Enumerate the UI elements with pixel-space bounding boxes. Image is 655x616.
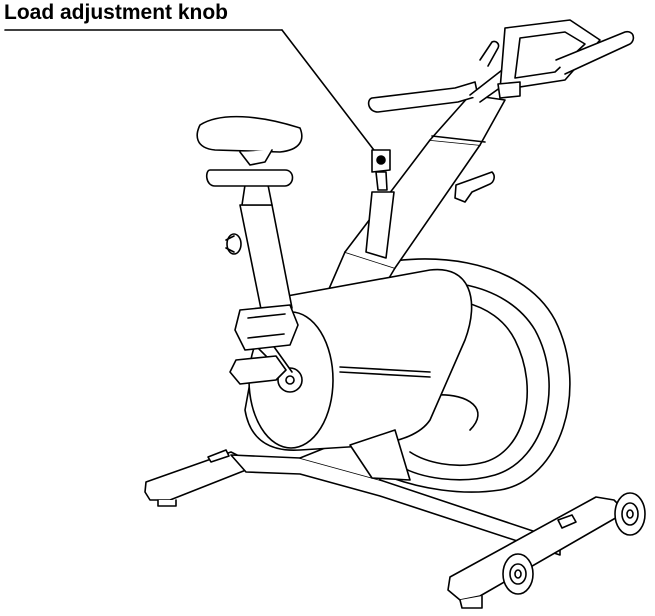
- load-adjustment-knob: [366, 150, 394, 258]
- saddle: [197, 117, 302, 165]
- crank-pedal: [230, 305, 302, 392]
- transport-wheel-left: [503, 554, 533, 594]
- front-stabilizer: [448, 497, 626, 608]
- handlebar-lever: [455, 172, 494, 202]
- transport-wheel-right: [615, 493, 645, 535]
- seat-post: [207, 170, 293, 314]
- rear-stabilizer: [145, 450, 246, 506]
- callout-label: Load adjustment knob: [4, 1, 229, 24]
- frame-lower: [350, 430, 410, 480]
- handlebars: [369, 20, 634, 112]
- callout-leader: [5, 30, 380, 158]
